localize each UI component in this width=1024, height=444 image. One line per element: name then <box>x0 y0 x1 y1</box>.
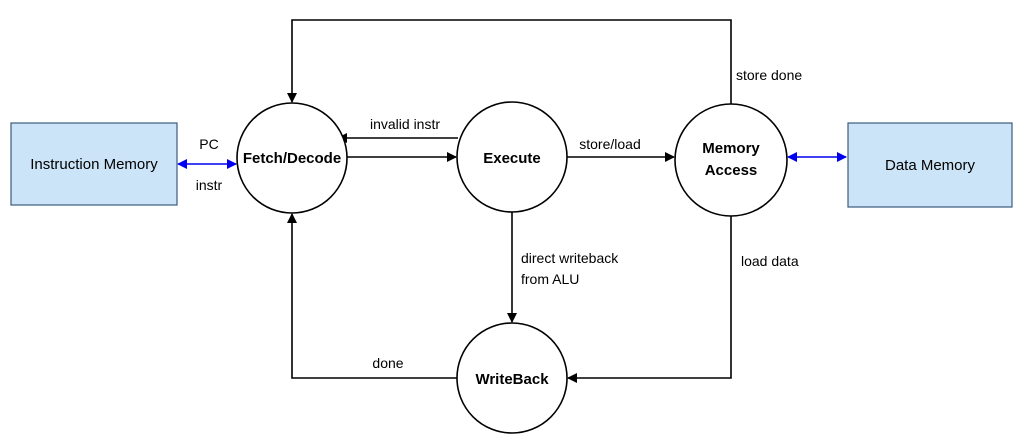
instruction-memory-box <box>10 122 178 206</box>
edge-done <box>287 213 458 379</box>
memory-access-node <box>674 103 788 217</box>
fetch-decode-node <box>236 102 348 214</box>
load-data-label: load data <box>741 253 799 269</box>
direct-writeback-label-line1: direct writeback <box>521 250 619 266</box>
data-memory-label: Data Memory <box>885 157 976 174</box>
edge-store-done <box>287 19 732 104</box>
data-memory-box <box>847 122 1013 208</box>
writeback-label: WriteBack <box>475 371 549 388</box>
direct-writeback-label-line2: from ALU <box>521 271 579 287</box>
instruction-memory-label: Instruction Memory <box>30 156 158 173</box>
memory-access-label-line1: Memory <box>702 140 760 157</box>
execute-node <box>456 101 568 213</box>
edge-load-data <box>567 216 732 383</box>
store-load-label: store/load <box>579 136 640 152</box>
instr-label: instr <box>196 177 223 193</box>
memory-access-label-line2: Access <box>705 162 758 179</box>
invalid-instr-label: invalid instr <box>370 116 440 132</box>
store-done-label: store done <box>736 67 802 83</box>
pc-label: PC <box>199 136 218 152</box>
fetch-decode-label: Fetch/Decode <box>243 150 341 167</box>
writeback-node <box>456 322 568 434</box>
done-label: done <box>372 355 403 371</box>
execute-label: Execute <box>483 150 541 167</box>
